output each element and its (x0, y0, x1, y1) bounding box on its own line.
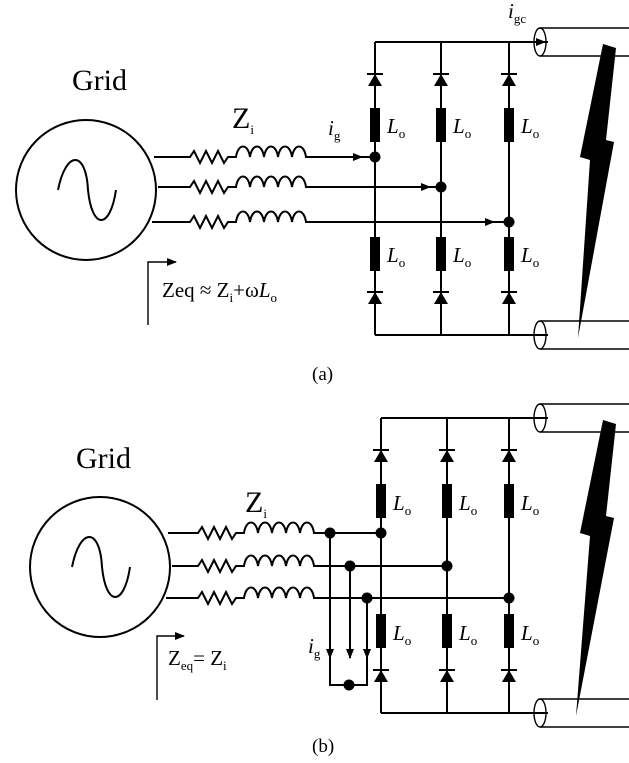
svg-text:Lo: Lo (520, 621, 539, 648)
diode-icon (368, 292, 382, 304)
lo-labels-a: Lo Lo Lo Lo Lo Lo (386, 114, 539, 270)
ig-label: ig (308, 634, 321, 661)
svg-text:Lo: Lo (458, 621, 477, 648)
phase-c-line (166, 586, 509, 607)
zi-label: Zi (245, 486, 267, 521)
diode-icon (434, 292, 448, 304)
zi-label: Zi (232, 102, 254, 137)
phase-lines (152, 145, 509, 231)
inductor-block (504, 108, 514, 142)
svg-text:Lo: Lo (520, 243, 539, 270)
inductor-block (436, 108, 446, 142)
diode-icon (434, 74, 448, 86)
svg-text:Lo: Lo (386, 243, 405, 270)
grid-source-icon (15, 119, 157, 261)
inductor-block (436, 237, 446, 271)
sine-wave-icon (71, 536, 131, 598)
svg-text:Lo: Lo (520, 491, 539, 518)
phase-a-line (154, 145, 363, 166)
fault-taps (324, 527, 373, 691)
svg-text:Lo: Lo (520, 114, 539, 141)
diode-icon (502, 74, 516, 86)
lightning-fault-icon (576, 420, 616, 716)
lightning-fault-icon (578, 44, 616, 338)
bridge-legs (373, 418, 517, 713)
diode-icon (368, 74, 382, 86)
diode-icon (502, 292, 516, 304)
cable-ends-b (533, 403, 629, 728)
phase-b-line (158, 175, 431, 196)
lo-labels-b: Lo Lo Lo Lo Lo Lo (392, 491, 539, 648)
grid-source-icon (29, 496, 171, 638)
zeq-label-b: Zeq= Zi (168, 646, 227, 673)
phase-a-line (168, 521, 381, 542)
grid-label: Grid (76, 442, 131, 475)
igc-label: igc (508, 0, 526, 26)
svg-text:Lo: Lo (458, 491, 477, 518)
inductor-block (370, 237, 380, 271)
ig-label: ig (328, 116, 341, 143)
svg-text:Lo: Lo (452, 243, 471, 270)
svg-text:Lo: Lo (392, 491, 411, 518)
svg-text:Lo: Lo (452, 114, 471, 141)
caption-a: (a) (312, 364, 333, 385)
svg-text:Lo: Lo (392, 621, 411, 648)
inductor-block (370, 108, 380, 142)
phase-lines (166, 521, 509, 607)
grid-label: Grid (72, 64, 127, 97)
zeq-arrow (147, 258, 177, 325)
inductor-block (504, 237, 514, 271)
panel-a: Grid Zi ig igc (15, 0, 629, 385)
svg-text:Lo: Lo (386, 114, 405, 141)
bridge-legs (367, 42, 517, 335)
phase-c-line (152, 210, 495, 231)
panel-b: Grid Zi ig (29, 403, 629, 757)
sine-wave-icon (57, 159, 117, 221)
phase-b-line (172, 554, 447, 575)
zeq-label-a: Zeq ≈ Zi+ωLo (162, 278, 277, 305)
caption-b: (b) (312, 736, 334, 757)
zeq-arrow (156, 632, 185, 700)
